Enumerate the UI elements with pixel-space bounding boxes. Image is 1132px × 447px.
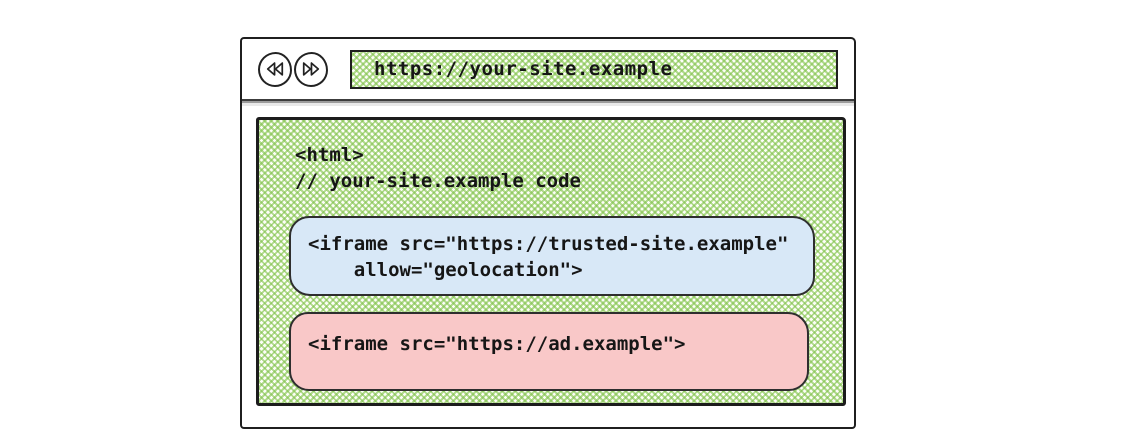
- url-text: https://your-site.example: [374, 58, 673, 80]
- ad-iframe-code-line-1: <iframe src="https://ad.example">: [308, 333, 686, 355]
- page-content: <html> // your-site.example code <iframe…: [256, 117, 846, 406]
- page-source-code: <html> // your-site.example code: [295, 142, 581, 194]
- code-line-comment: // your-site.example code: [295, 170, 581, 192]
- browser-toolbar: https://your-site.example: [242, 39, 854, 99]
- double-left-arrow-icon: [264, 59, 286, 79]
- trusted-iframe-box: <iframe src="https://trusted-site.exampl…: [289, 216, 815, 296]
- back-button[interactable]: [258, 51, 292, 87]
- code-line-html-tag: <html>: [295, 144, 364, 166]
- forward-button[interactable]: [294, 51, 328, 87]
- double-right-arrow-icon: [300, 59, 322, 79]
- toolbar-divider: [242, 99, 854, 106]
- browser-viewport: <html> // your-site.example code <iframe…: [242, 106, 854, 431]
- trusted-iframe-code-line-2: allow="geolocation">: [308, 259, 583, 281]
- trusted-iframe-code-line-1: <iframe src="https://trusted-site.exampl…: [308, 233, 789, 255]
- ad-iframe-box: <iframe src="https://ad.example">: [289, 312, 809, 391]
- address-bar[interactable]: https://your-site.example: [350, 49, 838, 89]
- browser-window: https://your-site.example <html> // your…: [240, 37, 856, 429]
